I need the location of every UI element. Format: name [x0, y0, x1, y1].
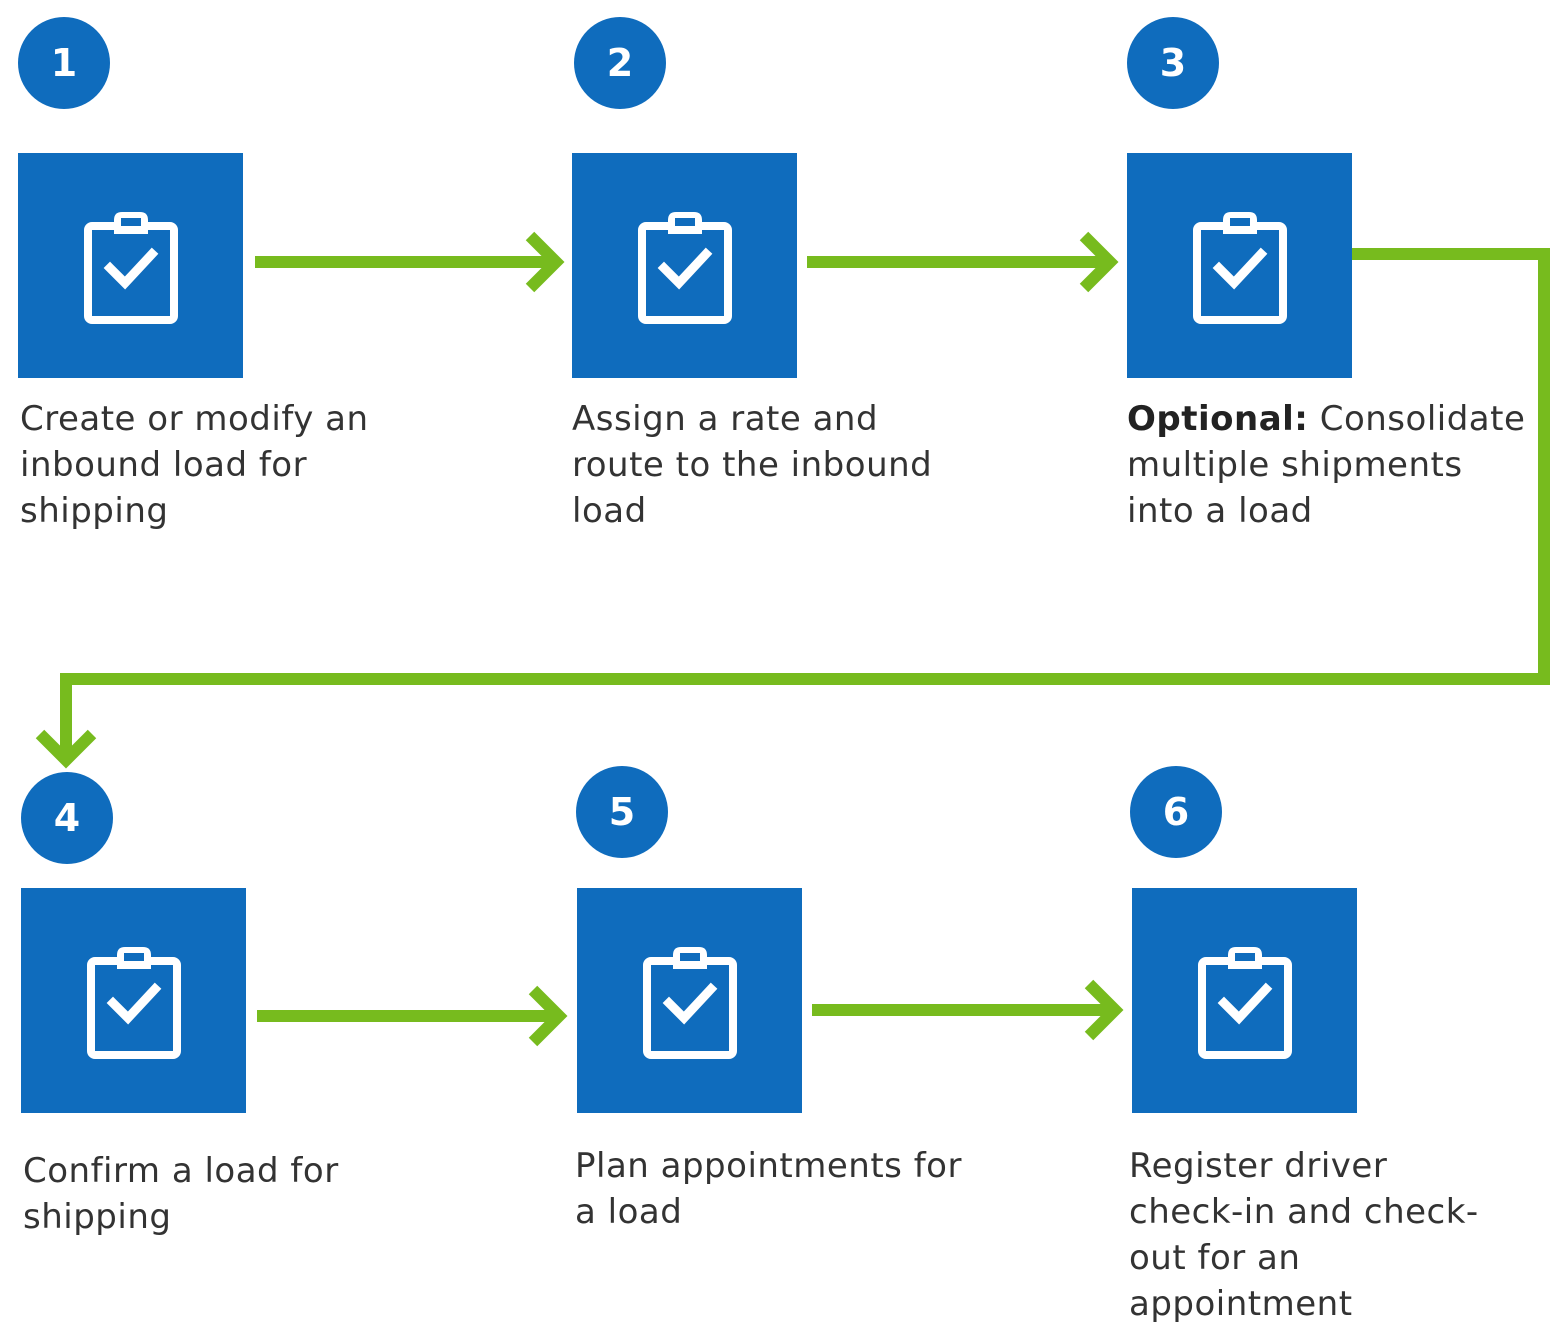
step-5-text: Plan appointments for a load — [575, 1146, 962, 1232]
clipboard-check-icon — [86, 946, 181, 1059]
step-5-number-badge: 5 — [576, 766, 668, 858]
step-3-box — [1127, 153, 1352, 378]
step-6-box — [1132, 888, 1357, 1113]
clipboard-check-icon — [1192, 211, 1287, 324]
step-4-box — [21, 888, 246, 1113]
step-1-caption: Create or modify an inbound load for shi… — [20, 396, 420, 534]
step-1-text: Create or modify an inbound load for shi… — [20, 399, 369, 531]
clipboard-check-icon — [1197, 946, 1292, 1059]
step-2-box — [572, 153, 797, 378]
clipboard-check-icon — [642, 946, 737, 1059]
step-1-number-badge: 1 — [18, 17, 110, 109]
flow-connectors — [35, 231, 1550, 1047]
step-3-caption: Optional: Consolidate multiple shipments… — [1127, 396, 1527, 534]
step-3-number-badge: 3 — [1127, 17, 1219, 109]
step-1-box — [18, 153, 243, 378]
arrow-3-to-4 — [60, 248, 1550, 752]
arrowhead-4-to-5 — [528, 985, 568, 1047]
step-6-caption: Register driver check-in and check-out f… — [1129, 1143, 1509, 1327]
step-2-number-badge: 2 — [574, 17, 666, 109]
clipboard-check-icon — [637, 211, 732, 324]
step-5-caption: Plan appointments for a load — [575, 1143, 975, 1235]
arrowhead-3-to-4 — [35, 729, 97, 769]
step-3-prefix: Optional: — [1127, 399, 1309, 439]
arrowhead-1-to-2 — [525, 231, 565, 293]
step-2-text: Assign a rate and route to the inbound l… — [572, 399, 933, 531]
step-3-text: Consolidate multiple shipments into a lo… — [1127, 399, 1526, 531]
arrowhead-2-to-3 — [1079, 231, 1119, 293]
step-4-text: Confirm a load for shipping — [23, 1151, 339, 1237]
step-5-box — [577, 888, 802, 1113]
step-2-caption: Assign a rate and route to the inbound l… — [572, 396, 972, 534]
step-4-caption: Confirm a load for shipping — [23, 1148, 423, 1240]
step-6-text: Register driver check-in and check-out f… — [1129, 1146, 1479, 1324]
step-4-number-badge: 4 — [21, 772, 113, 864]
step-6-number-badge: 6 — [1130, 766, 1222, 858]
clipboard-check-icon — [83, 211, 178, 324]
arrowhead-5-to-6 — [1084, 979, 1124, 1041]
